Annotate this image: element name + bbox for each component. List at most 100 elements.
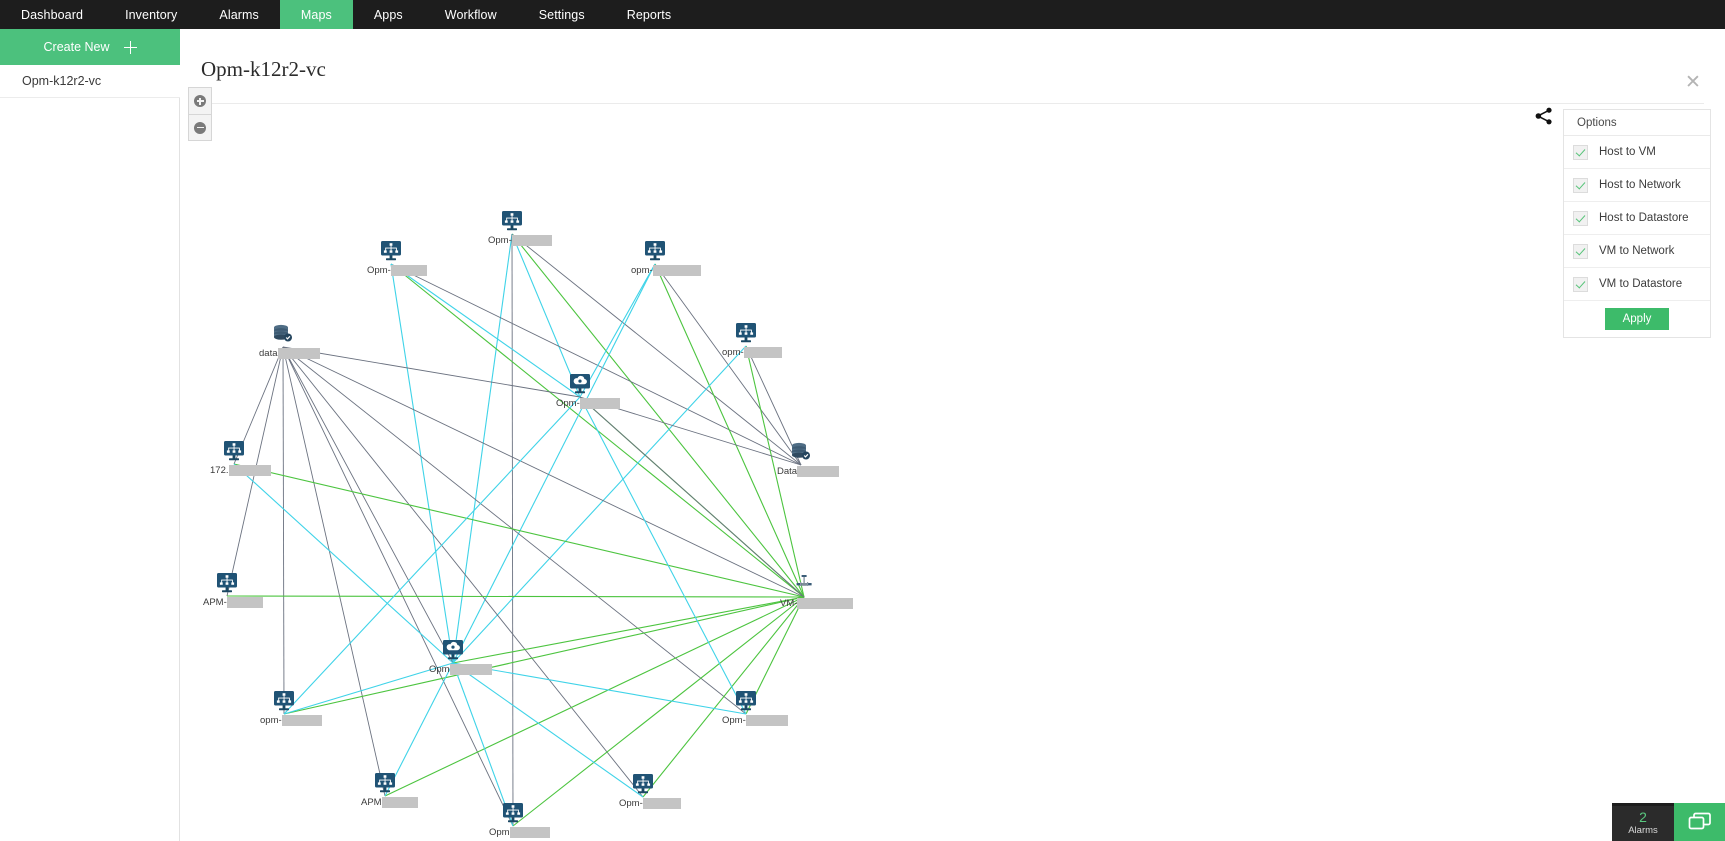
option-row-host-to-vm[interactable]: Host to VM bbox=[1564, 136, 1710, 169]
graph-edge bbox=[282, 346, 285, 715]
nav-item-apps[interactable]: Apps bbox=[353, 0, 424, 29]
network-icon bbox=[568, 373, 592, 395]
graph-edge bbox=[452, 662, 514, 827]
redacted-label bbox=[743, 347, 782, 358]
graph-edge bbox=[511, 233, 802, 466]
zoom-out-button[interactable] bbox=[189, 114, 211, 140]
graph-edge bbox=[579, 396, 805, 598]
redacted-label bbox=[449, 664, 492, 675]
nav-item-inventory[interactable]: Inventory bbox=[104, 0, 198, 29]
datastore-icon bbox=[789, 441, 813, 463]
graph-node-label-text: APM bbox=[361, 797, 382, 808]
graph-node-label: opm- bbox=[722, 347, 782, 358]
redacted-label bbox=[390, 265, 427, 276]
share-icon[interactable] bbox=[1535, 107, 1553, 125]
redacted-label bbox=[797, 466, 840, 477]
checkbox-host-to-datastore[interactable] bbox=[1573, 210, 1588, 226]
close-icon[interactable]: ✕ bbox=[1685, 72, 1701, 93]
zoom-controls bbox=[188, 87, 212, 141]
zoom-in-button[interactable] bbox=[189, 88, 211, 114]
graph-edge bbox=[642, 596, 805, 798]
redacted-label bbox=[281, 715, 322, 726]
nav-item-label: Workflow bbox=[444, 7, 497, 22]
alarms-count: 2 bbox=[1639, 809, 1647, 825]
graph-node-label-text: Opm bbox=[489, 827, 510, 838]
host-icon bbox=[643, 240, 667, 262]
sidebar-item-map[interactable]: Opm-k12r2-vc bbox=[0, 65, 180, 98]
option-row-vm-to-network[interactable]: VM to Network bbox=[1564, 235, 1710, 268]
graph-edge bbox=[282, 346, 581, 398]
apply-button[interactable]: Apply bbox=[1604, 308, 1670, 330]
graph-node-label-text: opm- bbox=[260, 715, 282, 726]
graph-edge bbox=[745, 345, 802, 466]
nav-item-label: Apps bbox=[373, 7, 403, 22]
graph-edge bbox=[654, 263, 802, 466]
alarms-label: Alarms bbox=[1628, 825, 1658, 836]
host-icon bbox=[500, 210, 524, 232]
graph-node-label: Opm bbox=[489, 827, 550, 838]
option-label: VM to Datastore bbox=[1599, 278, 1683, 290]
graph-edge bbox=[283, 662, 454, 715]
nav-item-alarms[interactable]: Alarms bbox=[198, 0, 280, 29]
plus-icon bbox=[123, 40, 137, 54]
graph-node-label-text: Opm- bbox=[556, 398, 580, 409]
graph-edge bbox=[579, 396, 747, 715]
graph-node-label-text: VM- bbox=[780, 598, 798, 609]
graph-node-label-text: Opm- bbox=[367, 265, 391, 276]
nav-item-label: Inventory bbox=[125, 7, 178, 22]
graph-edge bbox=[745, 345, 805, 598]
graph-edge bbox=[282, 346, 805, 598]
option-row-host-to-network[interactable]: Host to Network bbox=[1564, 169, 1710, 202]
chat-icon bbox=[1688, 812, 1711, 830]
graph-node-label: APM bbox=[361, 797, 418, 808]
checkbox-host-to-network[interactable] bbox=[1573, 177, 1588, 193]
graph-edge bbox=[282, 346, 454, 664]
graph-edge bbox=[390, 263, 581, 398]
zoom-in-icon bbox=[194, 95, 206, 107]
sidebar: Create New Opm-k12r2-vc bbox=[0, 29, 180, 841]
graph-edge bbox=[452, 345, 747, 664]
page-title: Opm-k12r2-vc bbox=[201, 57, 326, 81]
nav-item-reports[interactable]: Reports bbox=[606, 0, 692, 29]
graph-edge bbox=[452, 662, 747, 715]
redacted-label bbox=[579, 398, 620, 409]
graph-edge bbox=[283, 396, 581, 715]
graph-node-label-text: opm- bbox=[722, 347, 744, 358]
host-icon bbox=[631, 773, 655, 795]
sidebar-map-list: Opm-k12r2-vc bbox=[0, 65, 180, 98]
graph-edge bbox=[282, 346, 386, 797]
nav-item-label: Alarms bbox=[219, 7, 259, 22]
checkbox-vm-to-network[interactable] bbox=[1573, 243, 1588, 259]
host-icon bbox=[373, 772, 397, 794]
checkbox-host-to-vm[interactable] bbox=[1573, 144, 1588, 160]
datastore-icon bbox=[271, 323, 295, 345]
nav-item-settings[interactable]: Settings bbox=[518, 0, 606, 29]
host-icon bbox=[379, 240, 403, 262]
chat-button[interactable] bbox=[1674, 803, 1725, 841]
options-footer: Apply bbox=[1564, 301, 1710, 337]
option-label: Host to Datastore bbox=[1599, 212, 1689, 224]
nav-item-workflow[interactable]: Workflow bbox=[424, 0, 518, 29]
network-icon bbox=[441, 639, 465, 661]
checkbox-vm-to-datastore[interactable] bbox=[1573, 276, 1588, 292]
graph-node-label: data bbox=[259, 348, 320, 359]
create-new-button[interactable]: Create New bbox=[0, 29, 180, 65]
redacted-label bbox=[277, 348, 320, 359]
option-row-vm-to-datastore[interactable]: VM to Datastore bbox=[1564, 268, 1710, 301]
nav-item-maps[interactable]: Maps bbox=[279, 0, 353, 29]
graph-edge bbox=[282, 346, 747, 715]
alarms-badge[interactable]: 2 Alarms bbox=[1612, 803, 1674, 841]
graph-node-label-text: APM- bbox=[203, 597, 227, 608]
nav-item-dashboard[interactable]: Dashboard bbox=[0, 0, 104, 29]
redacted-label bbox=[652, 265, 701, 276]
option-label: VM to Network bbox=[1599, 245, 1675, 257]
graph-node-label: Data bbox=[777, 466, 840, 477]
graph-node-label: 172. bbox=[210, 465, 271, 476]
graph-edge bbox=[390, 263, 802, 466]
option-row-host-to-datastore[interactable]: Host to Datastore bbox=[1564, 202, 1710, 235]
